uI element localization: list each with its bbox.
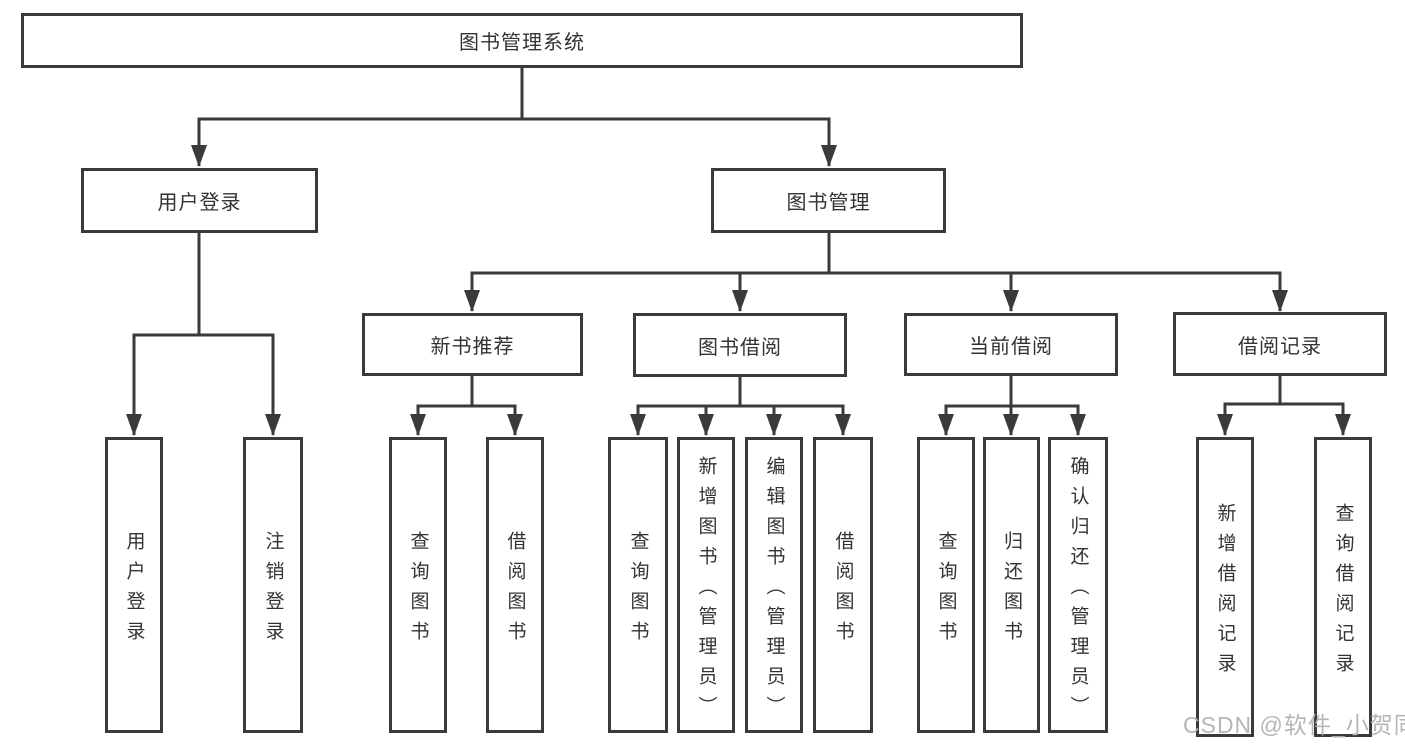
leaf-logout: 注销登录	[243, 437, 303, 733]
leaf-edit-books-admin: 编辑图书（管理员）	[745, 437, 803, 733]
leaf-confirm-return-admin: 确认归还（管理员）	[1048, 437, 1108, 733]
leaf-current-query-books: 查询图书	[917, 437, 975, 733]
leaf-borrow-borrow-books: 借阅图书	[813, 437, 873, 733]
node-book-borrow: 图书借阅	[633, 313, 847, 377]
node-new-book-recommend: 新书推荐	[362, 313, 583, 376]
node-current-borrow: 当前借阅	[904, 313, 1118, 376]
connector-arrows	[126, 119, 1351, 436]
leaf-return-books: 归还图书	[983, 437, 1040, 733]
csdn-watermark: CSDN @软件_小贺同学	[1183, 712, 1405, 738]
node-book-management: 图书管理	[711, 168, 946, 233]
leaf-add-borrow-record: 新增借阅记录	[1196, 437, 1254, 737]
node-root-system: 图书管理系统	[21, 13, 1023, 68]
leaf-add-books-admin: 新增图书（管理员）	[677, 437, 735, 733]
leaf-recommend-query-books: 查询图书	[389, 437, 447, 733]
node-user-login: 用户登录	[81, 168, 318, 233]
leaf-user-login: 用户登录	[105, 437, 163, 733]
leaf-query-borrow-record: 查询借阅记录	[1314, 437, 1372, 737]
leaf-borrow-query-books: 查询图书	[608, 437, 668, 733]
leaf-recommend-borrow-books: 借阅图书	[486, 437, 544, 733]
node-borrow-record: 借阅记录	[1173, 312, 1387, 376]
